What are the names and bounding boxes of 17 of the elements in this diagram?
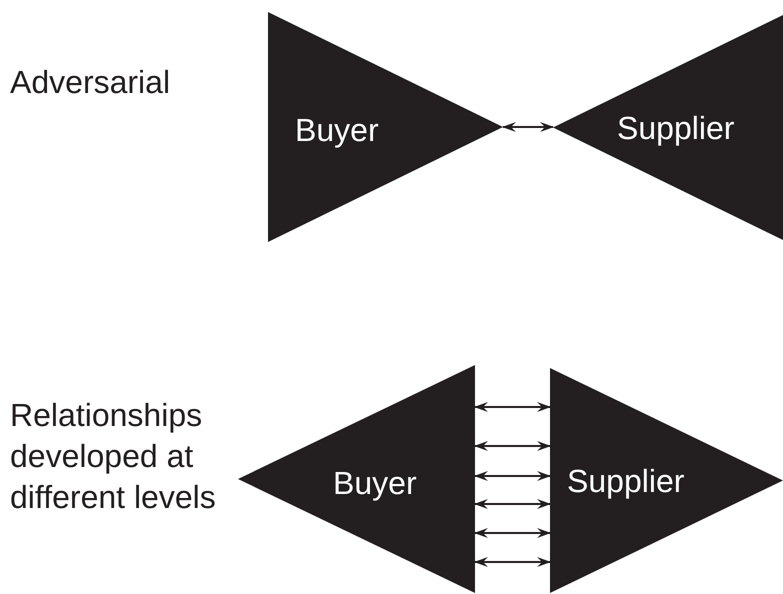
node-label: Supplier [617,112,734,144]
double-arrow [502,122,554,132]
node-label: Buyer [295,114,379,146]
node-label: Buyer [333,467,417,499]
double-arrow [474,441,551,451]
double-arrow [474,528,551,538]
triangle-node [550,368,783,593]
triangle-node [553,15,783,240]
double-arrow [474,402,551,412]
double-arrow [474,499,551,509]
side-label: Adversarial [10,63,172,102]
double-arrow [474,557,551,567]
double-arrow [474,471,551,481]
triangle-node [238,365,475,593]
node-label: Supplier [567,465,684,497]
triangle-node [268,12,503,242]
side-label: Relationships developed at different levels [10,396,217,517]
